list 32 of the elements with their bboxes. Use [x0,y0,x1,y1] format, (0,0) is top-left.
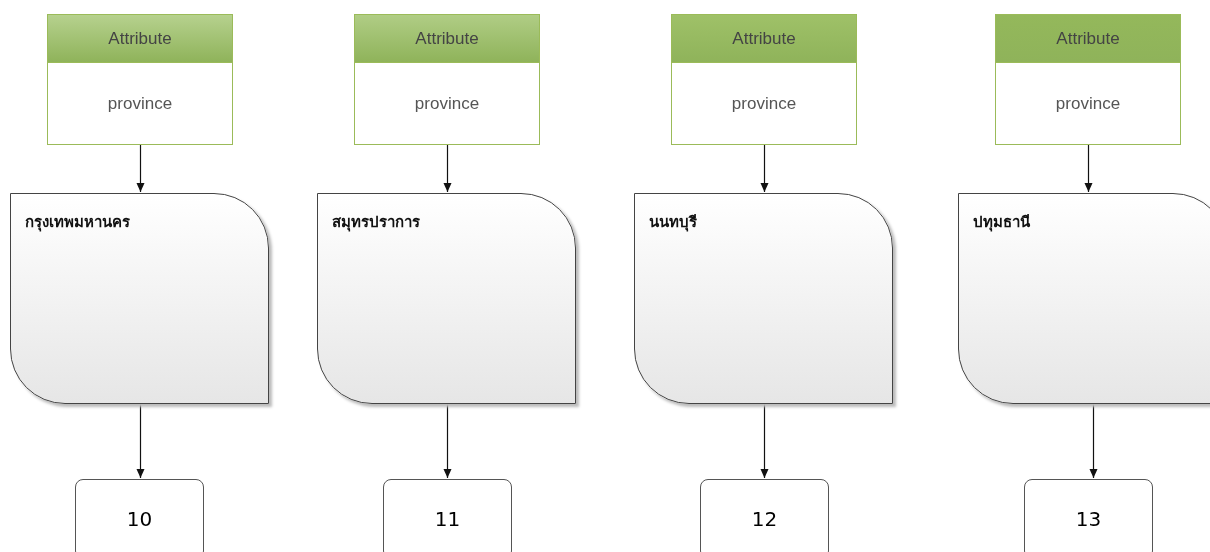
value-label: ปทุมธานี [973,212,1030,234]
attribute-card [47,14,233,145]
number-box: 10 [75,479,204,552]
attribute-card [671,14,857,145]
value-label: กรุงเทพมหานคร [25,212,130,234]
attribute-card [995,14,1181,145]
arrow [136,144,145,193]
value-box [634,193,893,404]
attribute-value: province [414,93,480,114]
card-header: Attribute [996,15,1180,63]
value-box [317,193,576,404]
number-box: 12 [700,479,829,552]
value-box [10,193,269,404]
arrow [443,403,452,479]
value-box [958,193,1210,404]
number-box: 13 [1024,479,1153,552]
arrow [1089,403,1098,479]
arrow [1084,144,1093,193]
arrow [760,403,769,479]
card-header: Attribute [355,15,539,63]
arrow [760,144,769,193]
number-box: 11 [383,479,512,552]
value-label: สมุทรปราการ [332,212,420,234]
attribute-value: province [731,93,797,114]
card-header: Attribute [48,15,232,63]
attribute-card [354,14,540,145]
attribute-value: province [1055,93,1121,114]
value-label: นนทบุรี [649,212,697,234]
arrow [136,403,145,479]
arrow [443,144,452,193]
card-header: Attribute [672,15,856,63]
attribute-value: province [107,93,173,114]
